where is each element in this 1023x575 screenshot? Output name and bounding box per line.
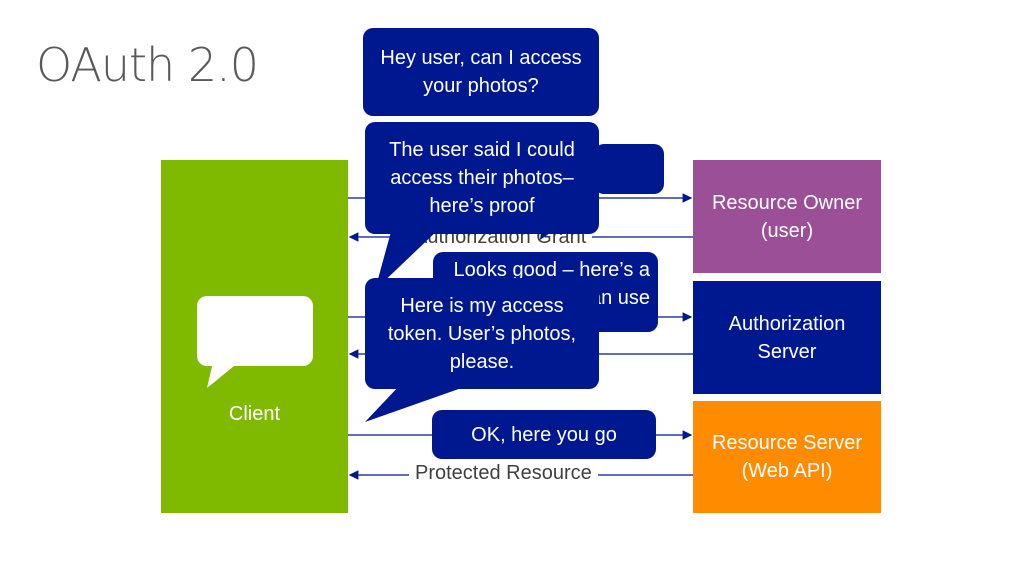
protected-resource-label: Protected Resource	[409, 462, 598, 485]
client-box: Client	[161, 160, 348, 513]
client-label: Client	[228, 403, 281, 425]
authorization-server-label: Authorization Server	[728, 312, 846, 363]
authorization-server-box: Authorization Server	[693, 281, 881, 394]
page-title: OAuth 2.0	[36, 38, 259, 92]
resource-owner-box: Resource Owner (user)	[693, 160, 881, 273]
speech-bubble-icon	[197, 296, 313, 388]
bubble-back-fragment	[594, 144, 664, 194]
resource-owner-label: Resource Owner (user)	[711, 191, 863, 242]
ok-here-bubble: OK, here you go	[432, 410, 656, 459]
resource-server-box: Resource Server (Web API)	[693, 401, 881, 513]
user-said-bubble: The user said I could access their photo…	[365, 122, 599, 234]
access-token-bubble: Here is my access token. User’s photos, …	[365, 278, 599, 389]
resource-server-label: Resource Server (Web API)	[711, 432, 863, 482]
ask-user-bubble: Hey user, can I access your photos?	[363, 28, 599, 116]
